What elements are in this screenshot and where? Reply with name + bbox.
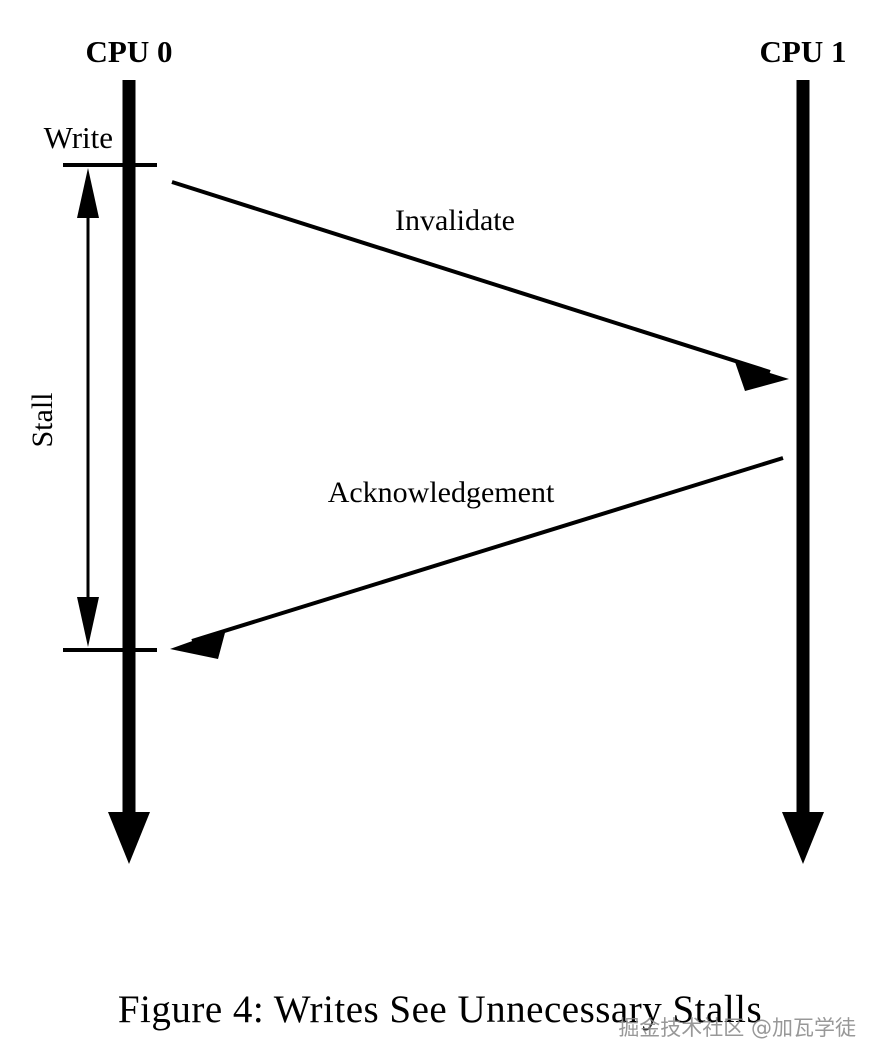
cpu1-timeline-arrowhead-icon [782,812,824,864]
invalidate-arrow-shaft [171,180,771,374]
message-acknowledgement: Acknowledgement [170,456,784,659]
invalidate-label: Invalidate [395,204,515,237]
lifeline-cpu1: CPU 1 [760,34,847,864]
invalidate-arrowhead-icon [735,362,789,391]
stall-measure-arrow [77,168,99,647]
cpu1-title: CPU 1 [760,34,847,69]
figure-caption: Figure 4: Writes See Unnecessary Stalls [117,988,763,1031]
acknowledgement-arrowhead-icon [170,629,226,659]
stall-label: Stall [26,392,59,447]
stall-arrow-up-arrowhead-icon [77,168,99,218]
acknowledgement-label: Acknowledgement [328,476,555,509]
message-invalidate: Invalidate [171,180,789,391]
write-event-label: Write [44,120,113,155]
lifeline-cpu0: CPU 0 [86,34,173,864]
stall-arrow-down-arrowhead-icon [77,597,99,647]
cpu0-timeline-arrowhead-icon [108,812,150,864]
cpu0-title: CPU 0 [86,34,173,69]
acknowledgement-arrow-shaft [191,456,784,643]
